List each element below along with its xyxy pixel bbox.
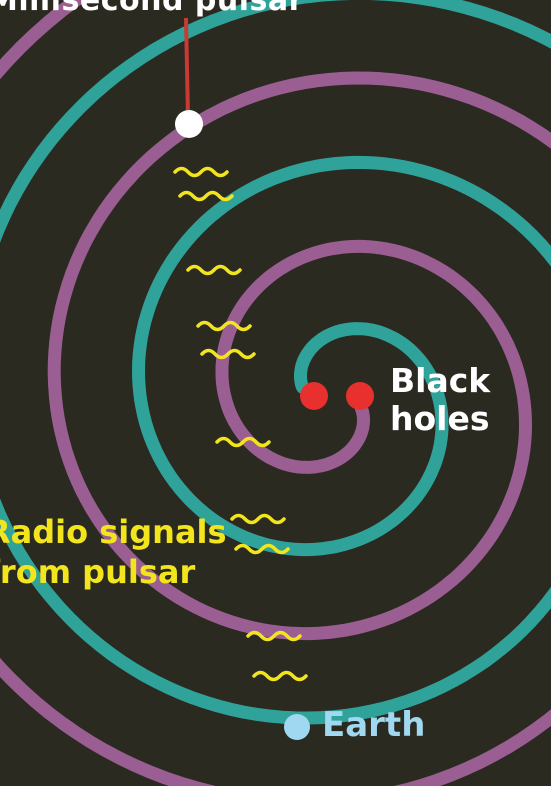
earth-label: Earth [322, 705, 426, 745]
pulsar-dot [175, 110, 203, 138]
radio-wave-6 [215, 436, 271, 448]
black-hole-right [346, 382, 374, 410]
radio-signals-label: Radio signals from pulsar [0, 512, 227, 592]
radio-wave-4 [196, 320, 252, 332]
black-holes-label-line-1: Black [390, 361, 491, 400]
radio-wave-9 [246, 630, 302, 642]
radio-wave-5 [200, 348, 256, 360]
black-holes-label-line-2: holes [390, 399, 490, 438]
radio-signals-label-line-2: from pulsar [0, 553, 196, 591]
radio-wave-group [173, 166, 308, 682]
radio-signals-label-line-1: Radio signals [0, 513, 227, 551]
black-hole-left [300, 382, 328, 410]
black-holes-label: Black holes [390, 362, 490, 438]
pulsar-label: Millisecond pulsar [0, 0, 304, 18]
pulsar-pointer-line [184, 17, 190, 119]
spiral-arm-teal [0, 0, 551, 725]
radio-wave-1 [173, 166, 229, 178]
radio-wave-8 [234, 543, 290, 555]
earth-dot [284, 714, 310, 740]
radio-wave-7 [230, 513, 286, 525]
radio-wave-3 [186, 264, 242, 276]
radio-wave-2 [178, 190, 234, 202]
radio-wave-10 [252, 670, 308, 682]
